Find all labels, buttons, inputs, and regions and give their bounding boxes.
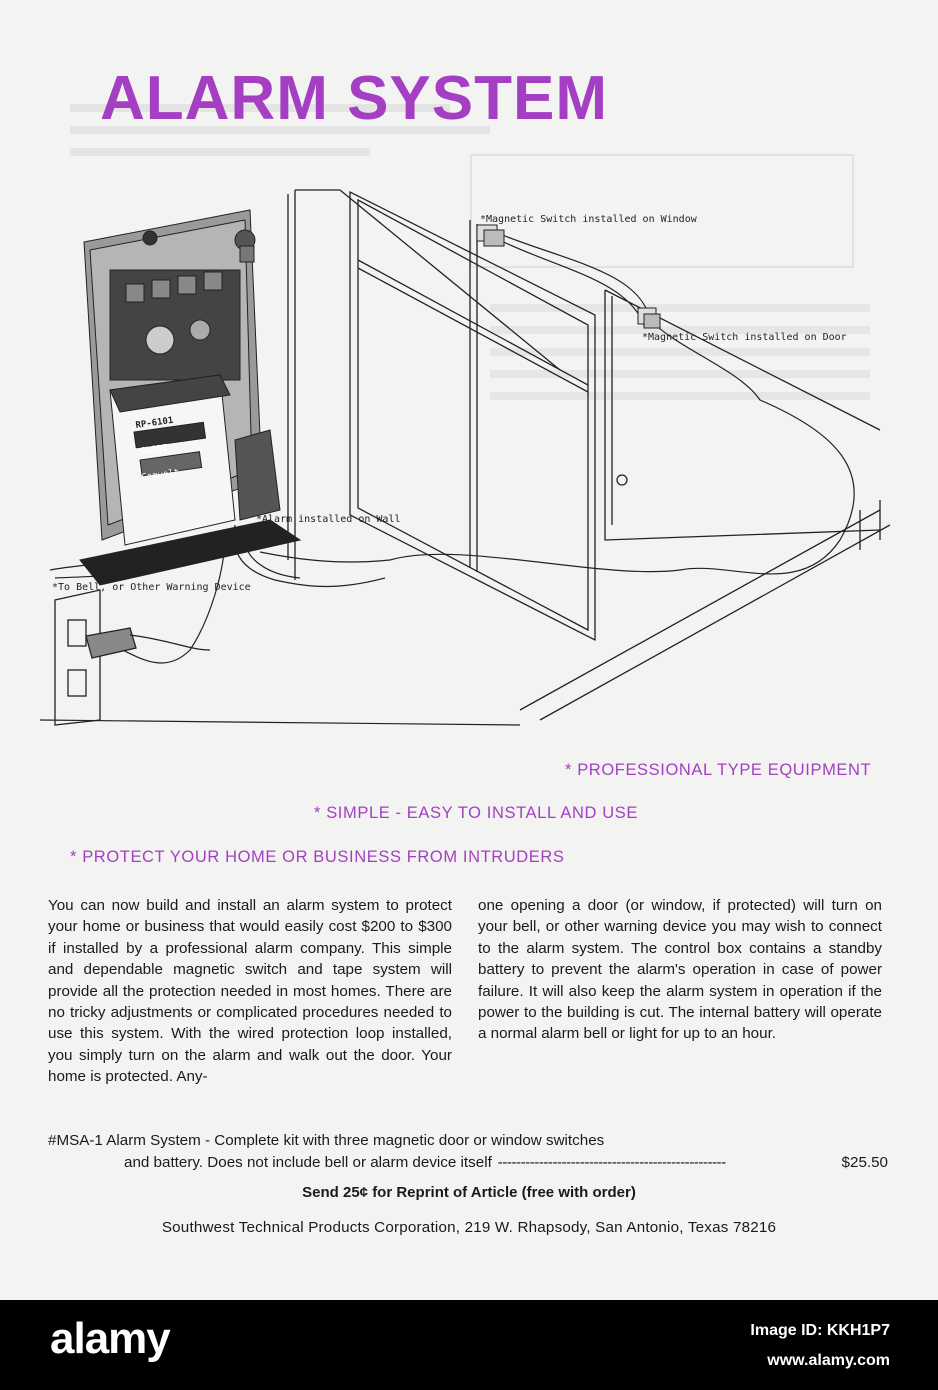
- feature-protect: * PROTECT YOUR HOME OR BUSINESS FROM INT…: [70, 848, 565, 866]
- battery-brand: GLOBE: [140, 443, 168, 457]
- order-line-2: and battery. Does not include bell or al…: [48, 1152, 888, 1174]
- alarm-control-box: [79, 209, 302, 586]
- body-text-left: You can now build and install an alarm s…: [48, 897, 452, 1086]
- label-alarm-wall: *Alarm installed on Wall: [256, 514, 401, 525]
- image-id: Image ID: KKH1P7: [750, 1322, 890, 1339]
- body-text-right: one opening a door (or window, if protec…: [478, 897, 882, 1043]
- feature-professional: * PROFESSIONAL TYPE EQUIPMENT: [565, 761, 872, 779]
- wall-drawing: [287, 189, 891, 721]
- reprint-offer: Send 25¢ for Reprint of Article (free wi…: [302, 1184, 636, 1201]
- feature-simple: * SIMPLE - EASY TO INSTALL AND USE: [314, 804, 638, 822]
- company-address: Southwest Technical Products Corporation…: [161, 1219, 777, 1236]
- watermark-footer: alamy Image ID: KKH1P7 www.alamy.com: [0, 1300, 938, 1390]
- order-line-2-text: and battery. Does not include bell or al…: [124, 1154, 492, 1171]
- order-price: $25.50: [841, 1154, 888, 1171]
- magazine-page: ALARM SYSTEM: [0, 0, 938, 1300]
- door-switch: [637, 307, 661, 329]
- label-door-switch: *Magnetic Switch installed on Door: [642, 332, 847, 343]
- label-bell: *To Bell, or Other Warning Device: [52, 582, 251, 593]
- site-url: www.alamy.com: [767, 1352, 890, 1369]
- order-info: #MSA-1 Alarm System - Complete kit with …: [48, 1130, 888, 1174]
- alamy-logo: alamy: [50, 1314, 171, 1363]
- label-window-switch: *Magnetic Switch installed on Window: [480, 214, 698, 225]
- page-title: ALARM SYSTEM: [100, 64, 608, 133]
- show-through-text: [70, 104, 870, 664]
- window-switch: [476, 224, 505, 247]
- order-line-1: #MSA-1 Alarm System - Complete kit with …: [48, 1132, 605, 1149]
- wall-outlet: [54, 589, 211, 726]
- alarm-installation-illustration: GLOBE Comvolt RP-6101 *Magnetic Switch i…: [40, 189, 891, 726]
- order-leader-dashes: ----------------------------------------…: [497, 1154, 726, 1171]
